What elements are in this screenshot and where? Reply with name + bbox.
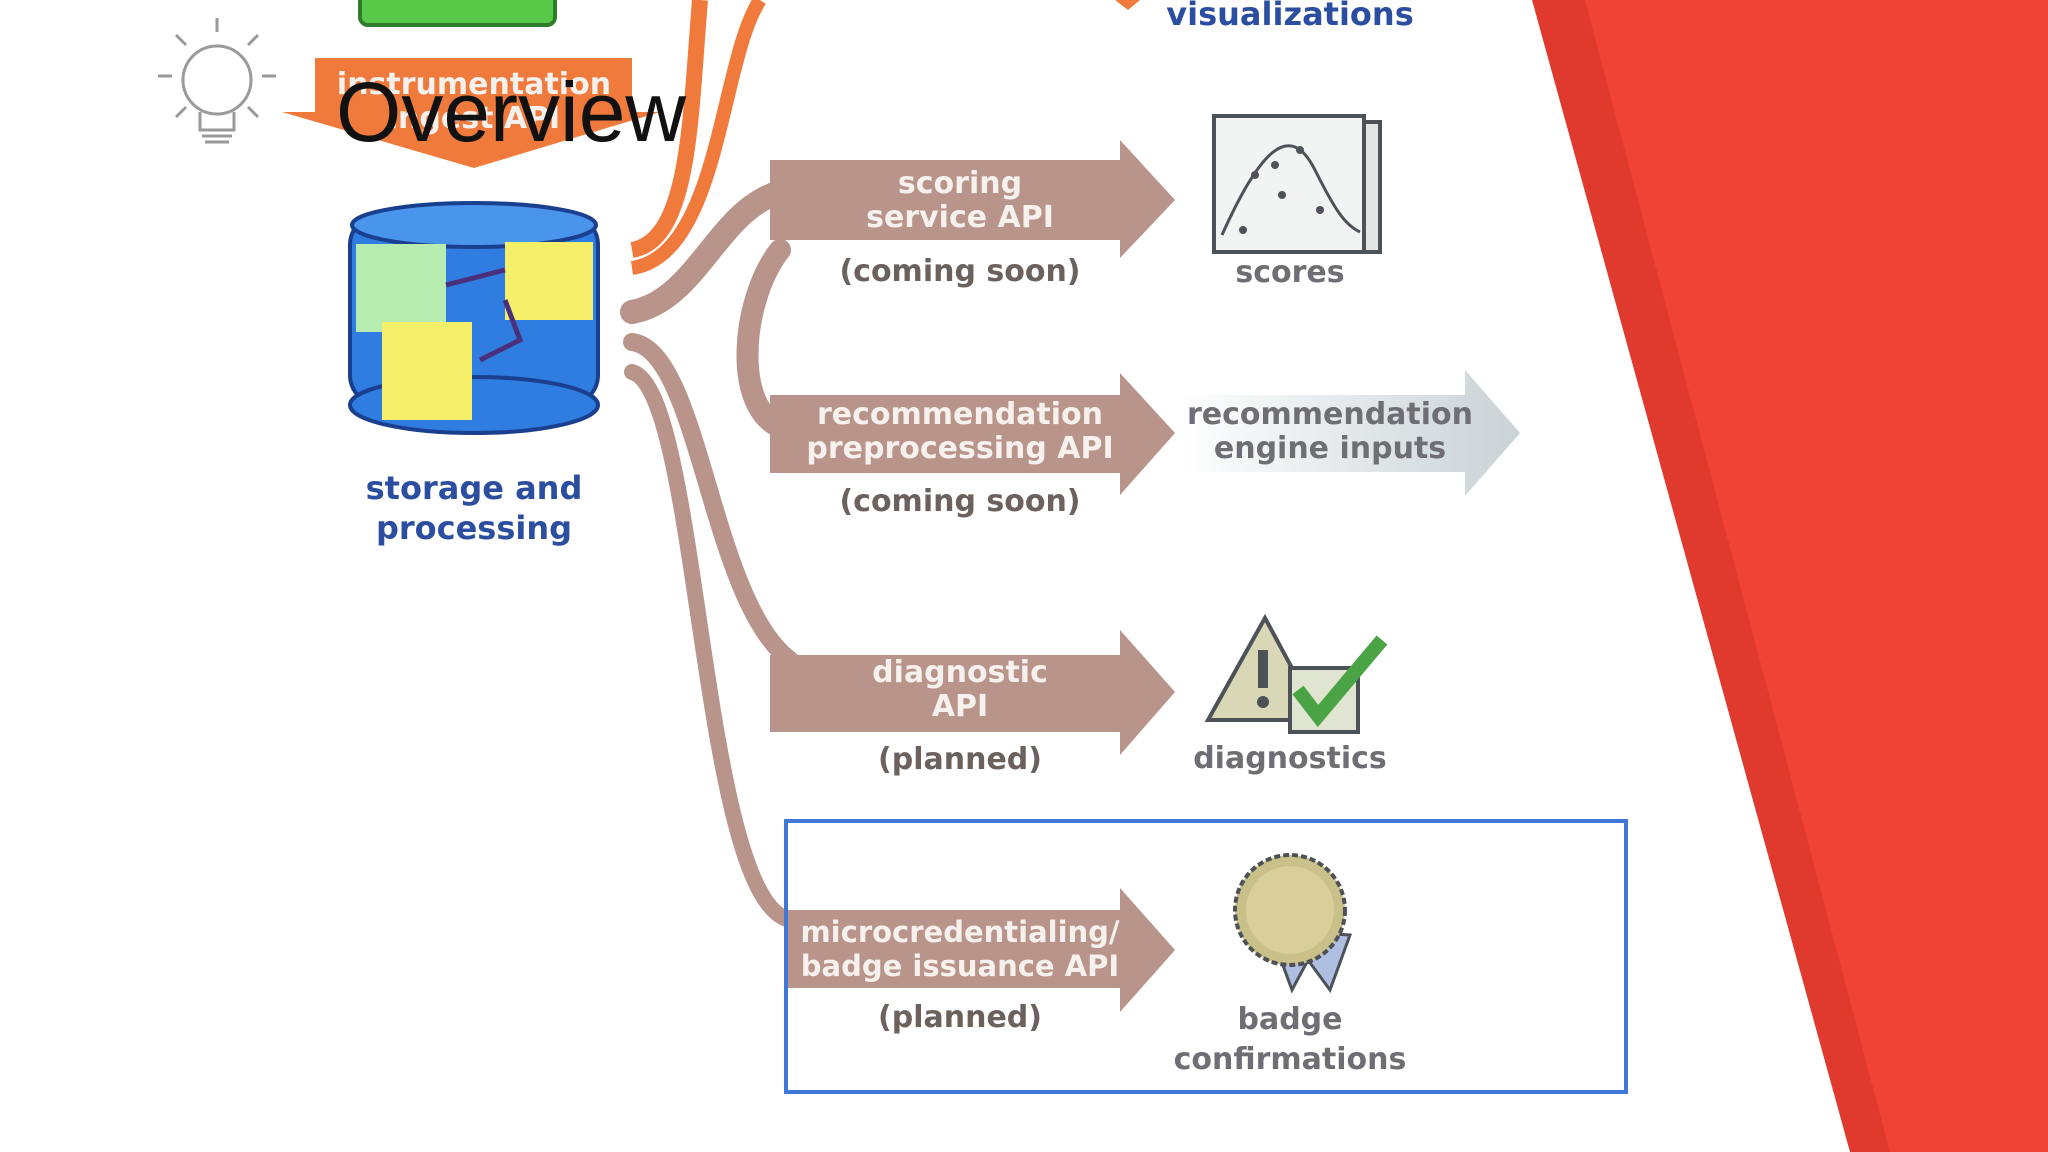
source-box <box>358 0 557 27</box>
badge-icon <box>1233 853 1353 994</box>
badge-api-label: microcredentialing/ badge issuance API <box>785 915 1135 983</box>
scoring-api-line1: scoring <box>897 166 1023 201</box>
diagnostics-icon <box>1204 613 1388 734</box>
arrow-badge <box>785 888 1175 1012</box>
engine-inputs-arrow <box>1180 370 1520 496</box>
arrow-scoring <box>770 140 1175 258</box>
scores-chart-icon <box>1212 114 1382 254</box>
ingest-label-line2: ingest API <box>387 101 561 136</box>
diagnostic-api-line2: API <box>931 689 989 724</box>
arrow-diagnostic <box>770 630 1175 755</box>
recommendation-api-label: recommendation preprocessing API <box>780 398 1140 466</box>
orange-flow-2 <box>630 0 766 275</box>
badge-confirmations-line1: badge <box>1237 1002 1343 1037</box>
badge-confirmations-label: badge confirmations <box>1160 1000 1420 1080</box>
orange-flow-1 <box>629 0 708 258</box>
lightbulb-icon <box>158 18 276 144</box>
scoring-api-line2: service API <box>866 200 1054 235</box>
orange-flow-3 <box>1115 0 1140 10</box>
scores-label: scores <box>1235 255 1345 290</box>
scoring-status: (coming soon) <box>839 254 1081 289</box>
page-title: Overview <box>336 65 687 159</box>
scoring-api-label: scoring service API <box>780 167 1140 235</box>
badge-confirmations-line2: confirmations <box>1173 1042 1407 1077</box>
storage-label-line2: processing <box>375 509 573 547</box>
storage-label-line1: storage and <box>365 469 583 507</box>
diagnostic-api-line1: diagnostic <box>872 655 1048 690</box>
ingest-label: instrumentation ingest API <box>300 68 648 136</box>
storage-label: storage and processing <box>345 468 603 548</box>
badge-api-line1: microcredentialing/ <box>800 915 1120 949</box>
arrow-recommendation <box>770 373 1175 495</box>
diagnostics-label: diagnostics <box>1193 741 1387 776</box>
badge-status: (planned) <box>878 1000 1042 1035</box>
recommendation-api-line2: preprocessing API <box>806 431 1114 466</box>
highlight-box <box>784 819 1628 1094</box>
ingest-label-line1: instrumentation <box>336 67 612 102</box>
storage-cylinder <box>348 201 600 435</box>
visualizations-label: visualizations <box>1166 0 1414 33</box>
engine-inputs-label: recommendation engine inputs <box>1175 398 1485 466</box>
ingest-arrow <box>282 58 660 168</box>
engine-inputs-line1: recommendation <box>1186 397 1474 432</box>
diagnostic-status: (planned) <box>878 742 1042 777</box>
badge-api-line2: badge issuance API <box>800 949 1120 983</box>
branch-curves <box>620 178 802 928</box>
recommendation-api-line1: recommendation <box>816 397 1104 432</box>
red-accent-shape-front <box>1585 0 2048 1152</box>
recommendation-status: (coming soon) <box>839 484 1081 519</box>
engine-inputs-line2: engine inputs <box>1213 431 1447 466</box>
diagnostic-api-label: diagnostic API <box>780 656 1140 724</box>
